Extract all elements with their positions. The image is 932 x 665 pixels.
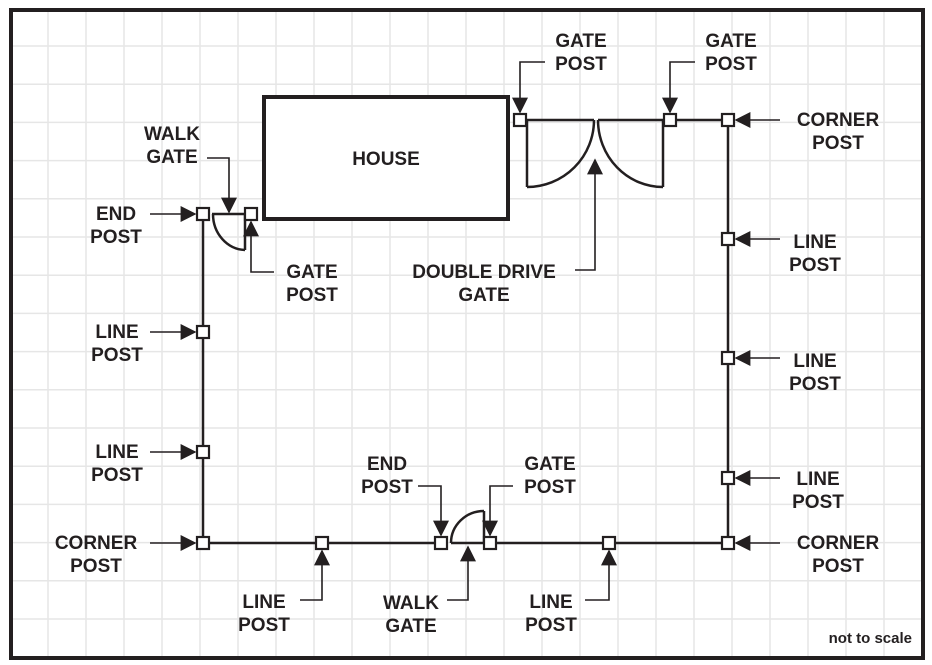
gate-post-drive-left bbox=[512, 112, 528, 128]
label-line: GATE bbox=[705, 31, 756, 52]
label-line: POST bbox=[238, 615, 290, 636]
line-post-left-1 bbox=[195, 324, 211, 340]
line-post-left-2 bbox=[195, 444, 211, 460]
label-line: GATE bbox=[555, 31, 606, 52]
leader-line-bottom-1 bbox=[300, 549, 330, 601]
label-line: LINE bbox=[529, 592, 572, 613]
house-label: HOUSE bbox=[352, 149, 420, 170]
label-line: POST bbox=[91, 465, 143, 486]
end-post-left bbox=[195, 206, 211, 222]
label-line: LINE bbox=[95, 322, 138, 343]
label-line: CORNER bbox=[797, 110, 880, 131]
label-line: POST bbox=[705, 54, 757, 75]
label-line: LINE bbox=[793, 351, 836, 372]
label-line: POST bbox=[524, 477, 576, 498]
leader-gate-post-bottom bbox=[482, 485, 513, 537]
label-line: POST bbox=[555, 54, 607, 75]
label-line: LINE bbox=[793, 232, 836, 253]
label-line: POST bbox=[525, 615, 577, 636]
label-line: CORNER bbox=[55, 533, 138, 554]
leader-arrows bbox=[150, 61, 780, 601]
gate-post-bottom bbox=[482, 535, 498, 551]
label-line: POST bbox=[361, 477, 413, 498]
line-post-right-3 bbox=[720, 470, 736, 486]
gate-post-walk-top bbox=[243, 206, 259, 222]
label-line: GATE bbox=[524, 454, 575, 475]
label-line: POST bbox=[812, 556, 864, 577]
label-line: POST bbox=[286, 285, 338, 306]
label-line: LINE bbox=[796, 469, 839, 490]
end-post-bottom bbox=[433, 535, 449, 551]
label-line: POST bbox=[789, 374, 841, 395]
line-post-right-1 bbox=[720, 231, 736, 247]
label-line: GATE bbox=[146, 147, 197, 168]
label-line: WALK bbox=[383, 593, 439, 614]
label-line: GATE bbox=[458, 285, 509, 306]
leader-walk-gate-bottom bbox=[447, 545, 476, 601]
label-line: GATE bbox=[385, 616, 436, 637]
label-line: CORNER bbox=[797, 533, 880, 554]
line-post-bottom-1 bbox=[314, 535, 330, 551]
label-line: GATE bbox=[286, 262, 337, 283]
label-line: LINE bbox=[242, 592, 285, 613]
walk-gate-top bbox=[211, 212, 247, 252]
label-line: LINE bbox=[95, 442, 138, 463]
label-line: POST bbox=[812, 133, 864, 154]
label-line: POST bbox=[789, 255, 841, 276]
walk-gate-bottom bbox=[449, 509, 486, 545]
label-line: POST bbox=[90, 227, 142, 248]
line-post-bottom-2 bbox=[601, 535, 617, 551]
leader-gate-post-drive-l bbox=[512, 61, 545, 114]
label-line: POST bbox=[70, 556, 122, 577]
not-to-scale-note: not to scale bbox=[829, 630, 912, 647]
leader-gate-post-walk bbox=[243, 220, 274, 273]
leader-line-bottom-2 bbox=[585, 549, 617, 601]
label-line: END bbox=[96, 204, 136, 225]
frame-border bbox=[9, 8, 925, 660]
label-line: WALK bbox=[144, 124, 200, 145]
double-drive-gate bbox=[525, 118, 665, 189]
posts bbox=[195, 112, 736, 551]
fence-lines bbox=[201, 118, 730, 545]
label-line: POST bbox=[91, 345, 143, 366]
leader-double-drive bbox=[575, 158, 603, 271]
corner-post-bottom-right bbox=[720, 535, 736, 551]
corner-post-top-right bbox=[720, 112, 736, 128]
label-line: END bbox=[367, 454, 407, 475]
leader-gate-post-drive-r bbox=[662, 61, 695, 114]
label-line: DOUBLE DRIVE bbox=[412, 262, 556, 283]
line-post-right-2 bbox=[720, 350, 736, 366]
house bbox=[262, 95, 510, 221]
corner-post-bottom-left bbox=[195, 535, 211, 551]
gate-post-drive-right bbox=[662, 112, 678, 128]
label-line: POST bbox=[792, 492, 844, 513]
leader-walk-gate-top bbox=[207, 157, 237, 214]
leader-end-post-bottom bbox=[418, 485, 449, 537]
